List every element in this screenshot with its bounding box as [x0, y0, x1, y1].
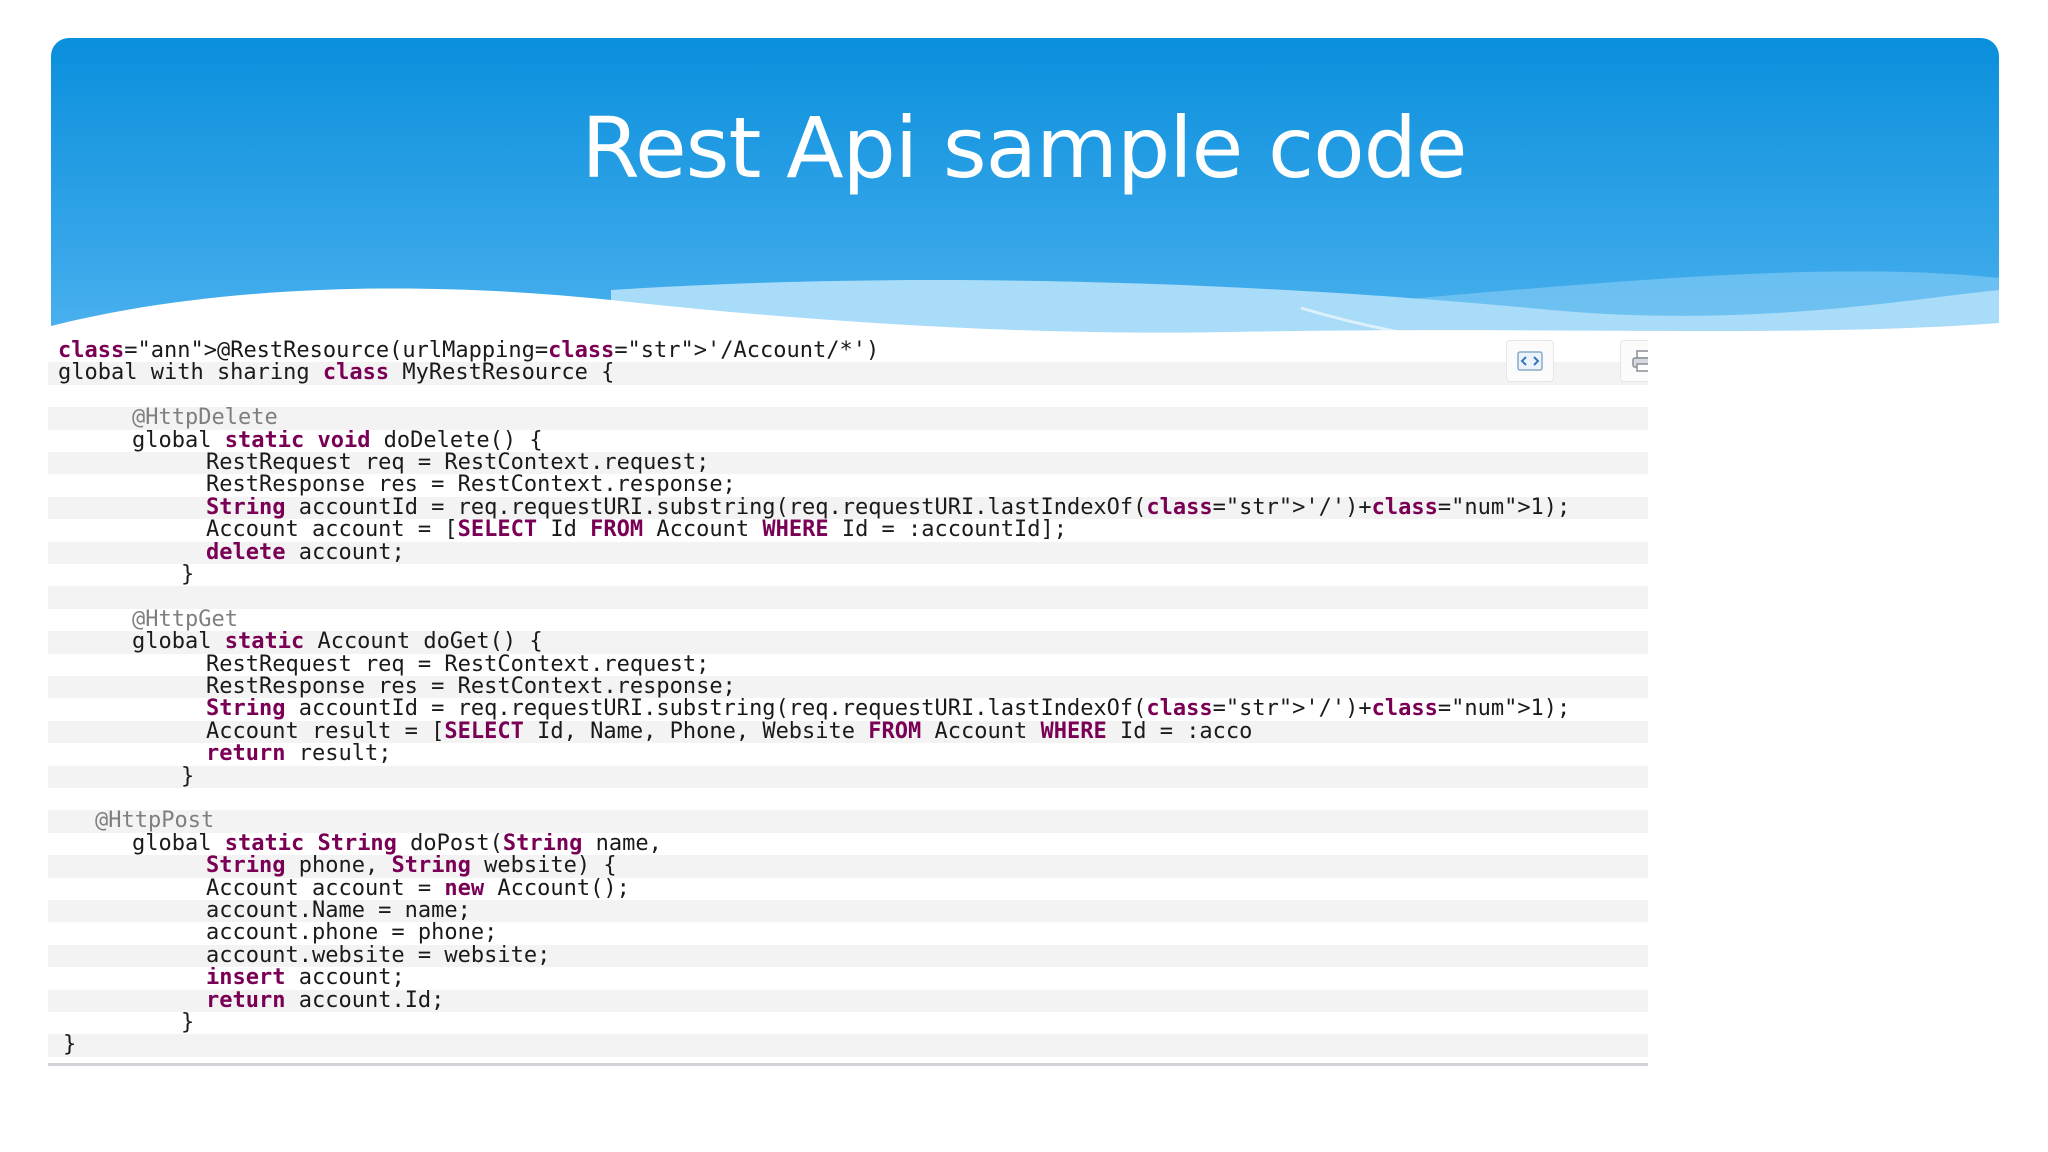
code-line-text: Account account = [SELECT Id FROM Accoun…	[206, 519, 1067, 542]
code-line-text: @HttpGet	[132, 608, 238, 632]
code-line: @HttpPost	[48, 810, 1648, 833]
code-line: global static Account doGet() {	[48, 631, 1648, 654]
code-line-text: insert account;	[206, 967, 405, 990]
view-source-button[interactable]	[1506, 340, 1554, 382]
code-line: delete account;	[48, 541, 1648, 564]
code-line-text: global with sharing class MyRestResource…	[58, 362, 615, 385]
code-line-text: account.website = website;	[206, 944, 551, 968]
view-source-icon	[1517, 351, 1543, 371]
code-line: account.Name = name;	[48, 900, 1648, 923]
code-line	[48, 385, 1648, 407]
code-line: RestResponse res = RestContext.response;	[48, 676, 1648, 699]
code-line: String phone, String website) {	[48, 855, 1648, 878]
code-line-text: String phone, String website) {	[206, 855, 617, 878]
code-line: account.website = website;	[48, 944, 1648, 968]
code-line-text: return result;	[206, 743, 392, 766]
code-line-text: }	[181, 765, 195, 788]
code-line-text: @HttpDelete	[132, 407, 278, 430]
code-line-text: class="ann">@RestResource(urlMapping=cla…	[58, 340, 880, 363]
code-line-text: global static Account doGet() {	[132, 631, 543, 654]
print-button[interactable]	[1620, 340, 1648, 382]
code-line-text: global static String doPost(String name,	[132, 832, 662, 856]
code-line: insert account;	[48, 967, 1648, 989]
code-line-text: String accountId = req.requestURI.substr…	[206, 698, 1571, 721]
code-line-text: account.phone = phone;	[206, 922, 498, 945]
code-line: return result;	[48, 743, 1648, 765]
code-line-text: account.Name = name;	[206, 900, 471, 923]
code-line-text: Account result = [SELECT Id, Name, Phone…	[206, 720, 1253, 744]
code-line: return account.Id;	[48, 989, 1648, 1012]
code-line	[48, 788, 1648, 810]
code-line: @HttpDelete	[48, 407, 1648, 430]
code-line-text: RestResponse res = RestContext.response;	[206, 474, 736, 497]
code-line: }	[48, 564, 1648, 586]
code-line: Account account = [SELECT Id FROM Accoun…	[48, 519, 1648, 541]
code-line-text: RestRequest req = RestContext.request;	[206, 452, 710, 475]
code-line: global static String doPost(String name,	[48, 833, 1648, 855]
code-line: }	[48, 765, 1648, 788]
code-line-text: }	[181, 564, 195, 587]
code-line: global static void doDelete() {	[48, 430, 1648, 452]
code-line-text: return account.Id;	[206, 989, 445, 1012]
code-line-text: Account account = new Account();	[206, 877, 630, 900]
code-line	[48, 586, 1648, 609]
code-line: String accountId = req.requestURI.substr…	[48, 698, 1648, 720]
code-line-text: @HttpPost	[95, 810, 215, 833]
code-line: class="ann">@RestResource(urlMapping=cla…	[48, 340, 1648, 362]
print-icon	[1632, 350, 1648, 372]
code-line-text: RestResponse res = RestContext.response;	[206, 676, 736, 699]
code-line-text: delete account;	[206, 541, 405, 564]
code-line: global with sharing class MyRestResource…	[48, 362, 1648, 385]
code-line: account.phone = phone;	[48, 922, 1648, 944]
code-line-text: RestRequest req = RestContext.request;	[206, 653, 710, 676]
code-line: RestResponse res = RestContext.response;	[48, 474, 1648, 496]
code-line-text: global static void doDelete() {	[132, 429, 543, 452]
code-line: RestRequest req = RestContext.request;	[48, 452, 1648, 475]
code-line: @HttpGet	[48, 609, 1648, 631]
code-line: }	[48, 1012, 1648, 1034]
code-line-text: }	[63, 1034, 77, 1057]
slide-title: Rest Api sample code	[581, 99, 1467, 197]
code-line: String accountId = req.requestURI.substr…	[48, 496, 1648, 520]
code-screenshot: }}return account.Id;insert account;accou…	[48, 333, 1648, 1066]
code-line-text: }	[181, 1012, 195, 1035]
code-line-text: String accountId = req.requestURI.substr…	[206, 496, 1571, 520]
code-line: Account result = [SELECT Id, Name, Phone…	[48, 720, 1648, 744]
code-line: RestRequest req = RestContext.request;	[48, 654, 1648, 676]
code-line: Account account = new Account();	[48, 878, 1648, 900]
code-line: }	[48, 1034, 1648, 1057]
